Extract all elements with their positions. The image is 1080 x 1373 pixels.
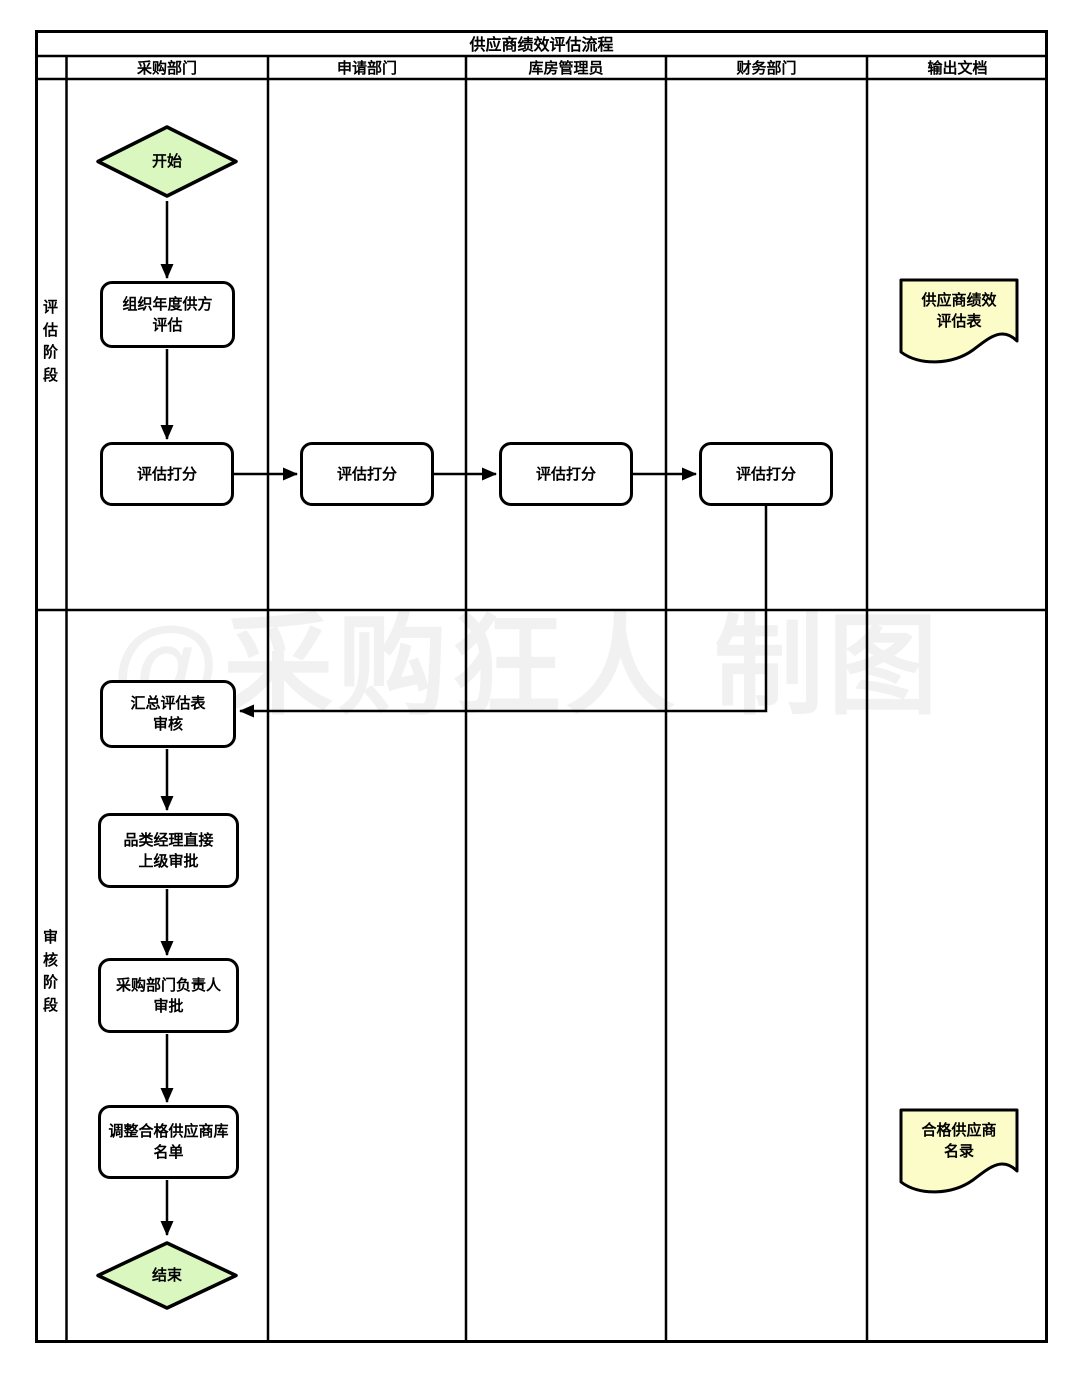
node-score-requesting: 评估打分 — [300, 442, 434, 506]
node-end-label: 结束 — [151, 1267, 182, 1284]
phase-label-evaluation-text: 评估阶段 — [42, 299, 58, 384]
phase-label-review: 审核阶段 — [35, 912, 66, 1032]
node-score-finance: 评估打分 — [699, 442, 833, 506]
doc-qualified-supplier-directory-label: 合格供应商 名录 — [921, 1122, 997, 1160]
node-organize-annual-evaluation: 组织年度供方 评估 — [100, 281, 235, 348]
doc-performance-evaluation-form: 供应商绩效 评估表 — [898, 277, 1020, 367]
node-start: 开始 — [92, 122, 242, 201]
lane-header-finance: 财务部门 — [736, 60, 797, 77]
lane-header-purchasing: 采购部门 — [136, 60, 197, 77]
node-end: 结束 — [92, 1238, 242, 1313]
lane-header-output-docs: 输出文档 — [927, 60, 988, 77]
terminator-diamond-shape — [96, 125, 238, 198]
document-shape — [899, 278, 1019, 364]
node-purchasing-head-approval: 采购部门负责人 审批 — [98, 958, 239, 1033]
lane-header-warehouse: 库房管理员 — [528, 60, 604, 77]
node-score-warehouse: 评估打分 — [499, 442, 633, 506]
node-summarize-review: 汇总评估表 审核 — [100, 680, 236, 748]
phase-label-evaluation: 评估阶段 — [35, 282, 66, 402]
doc-performance-evaluation-form-label: 供应商绩效 评估表 — [921, 292, 997, 330]
node-start-label: 开始 — [151, 153, 182, 170]
lane-header-requesting: 申请部门 — [336, 60, 397, 77]
node-adjust-supplier-list: 调整合格供应商库 名单 — [98, 1105, 239, 1179]
terminator-diamond-shape — [96, 1241, 238, 1310]
phase-label-review-text: 审核阶段 — [42, 929, 58, 1014]
diagram-title: 供应商绩效评估流程 — [469, 37, 614, 54]
node-score-purchasing: 评估打分 — [100, 442, 234, 506]
doc-qualified-supplier-directory: 合格供应商 名录 — [898, 1107, 1020, 1197]
document-shape — [899, 1108, 1019, 1194]
node-category-manager-approval: 品类经理直接 上级审批 — [98, 813, 239, 888]
diagram-frame — [35, 30, 1048, 1343]
